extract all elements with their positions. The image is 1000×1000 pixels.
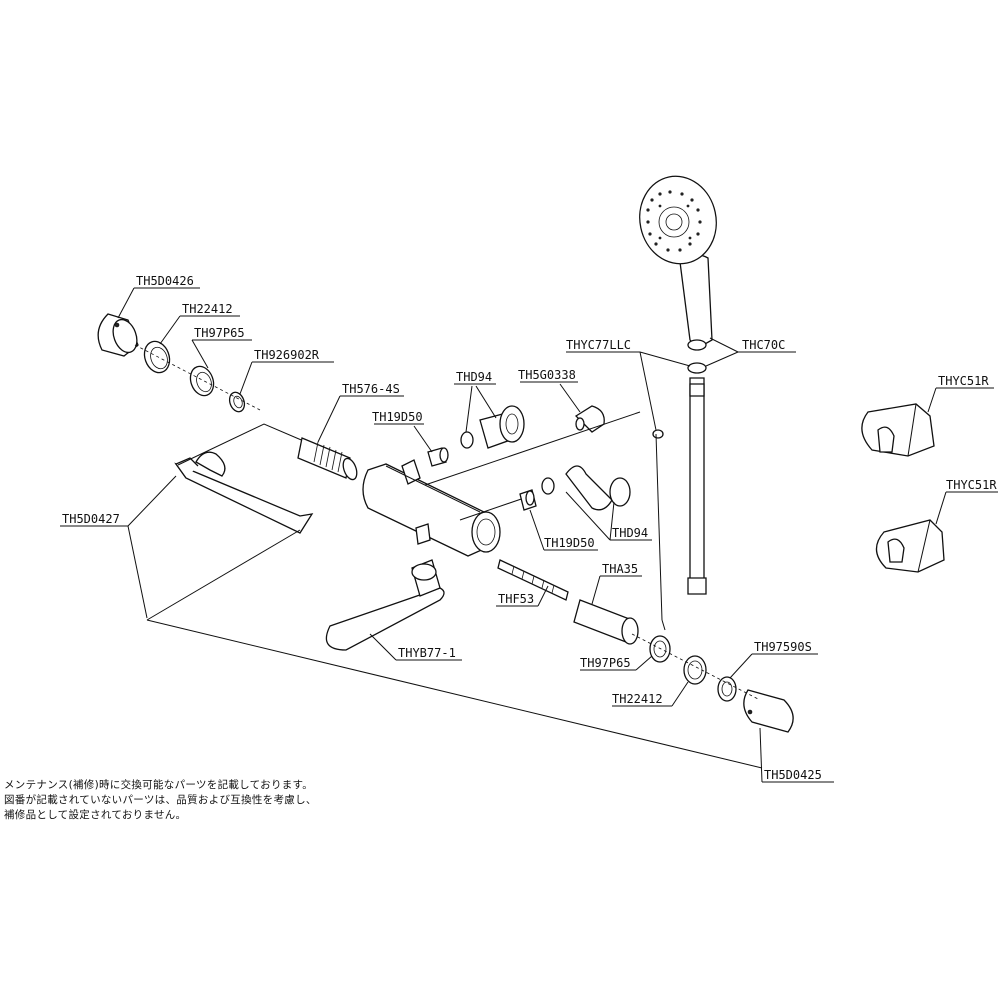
label-thyc51r-1: THYC51R	[938, 374, 989, 388]
thd94-mid-part	[541, 465, 631, 511]
label-th5d0425: TH5D0425	[764, 768, 822, 782]
maintenance-note: メンテナンス(補修)時に交換可能なパーツを記載しております。 図番が記載されてい…	[4, 778, 317, 823]
note-line-1: メンテナンス(補修)時に交換可能なパーツを記載しております。	[4, 779, 314, 791]
handle-left-part	[97, 313, 139, 357]
label-thc70c: THC70C	[742, 338, 785, 352]
note-line-2: 図番が記載されていないパーツは、品質および互換性を考慮し、	[4, 794, 317, 806]
label-tha35: THA35	[602, 562, 638, 576]
label-thd94-top: THD94	[456, 370, 492, 384]
filter-thf53-part	[497, 559, 569, 601]
label-th97590s: TH97590S	[754, 640, 812, 654]
adapter-tha35-part	[573, 599, 639, 645]
th19d50-mid-part	[519, 489, 537, 511]
spout-thyb77-1-part	[325, 559, 445, 651]
mixer-body-part	[362, 411, 641, 557]
label-thf53: THF53	[498, 592, 534, 606]
shower-head-thc70c-part	[639, 175, 717, 351]
ring-th97590s-part	[717, 676, 737, 702]
label-thd94-mid: THD94	[612, 526, 648, 540]
label-thyb77-1: THYB77-1	[398, 646, 456, 660]
label-th97p65-bottom: TH97P65	[580, 656, 631, 670]
label-th97p65-top: TH97P65	[194, 326, 245, 340]
ring-th22412-bottom-part	[683, 655, 707, 685]
label-thyc51r-2: THYC51R	[946, 478, 997, 492]
ring-th926902r-part	[228, 391, 246, 413]
label-th5d0427: TH5D0427	[62, 512, 120, 526]
hose-thyc77llc-part	[652, 362, 707, 631]
label-thyc77llc: THYC77LLC	[566, 338, 631, 352]
th19d50-top-part	[427, 447, 449, 467]
holder-thyc51r-2-part	[875, 519, 945, 573]
holder-thyc51r-1-part	[861, 403, 935, 457]
ring-th97p65-bottom-part	[649, 635, 671, 663]
label-th19d50-top: TH19D50	[372, 410, 423, 424]
label-th5d0426: TH5D0426	[136, 274, 194, 288]
label-th22412-bottom: TH22412	[612, 692, 663, 706]
handle-right-part	[743, 689, 794, 733]
label-th19d50-mid: TH19D50	[544, 536, 595, 550]
label-th576-4s: TH576-4S	[342, 382, 400, 396]
shelf-bracket-part	[174, 423, 314, 534]
ring-th97p65-top-part	[189, 365, 215, 397]
note-line-3: 補修品として設定されておりません。	[4, 809, 187, 821]
cartridge-th576-4s-part	[297, 437, 358, 481]
elbow-th5g0338-part	[574, 405, 605, 433]
label-th5g0338: TH5G0338	[518, 368, 576, 382]
ring-th22412-top-part	[143, 340, 171, 374]
thd94-top-part	[460, 405, 525, 449]
label-th22412-top: TH22412	[182, 302, 233, 316]
label-th926902r: TH926902R	[254, 348, 320, 362]
